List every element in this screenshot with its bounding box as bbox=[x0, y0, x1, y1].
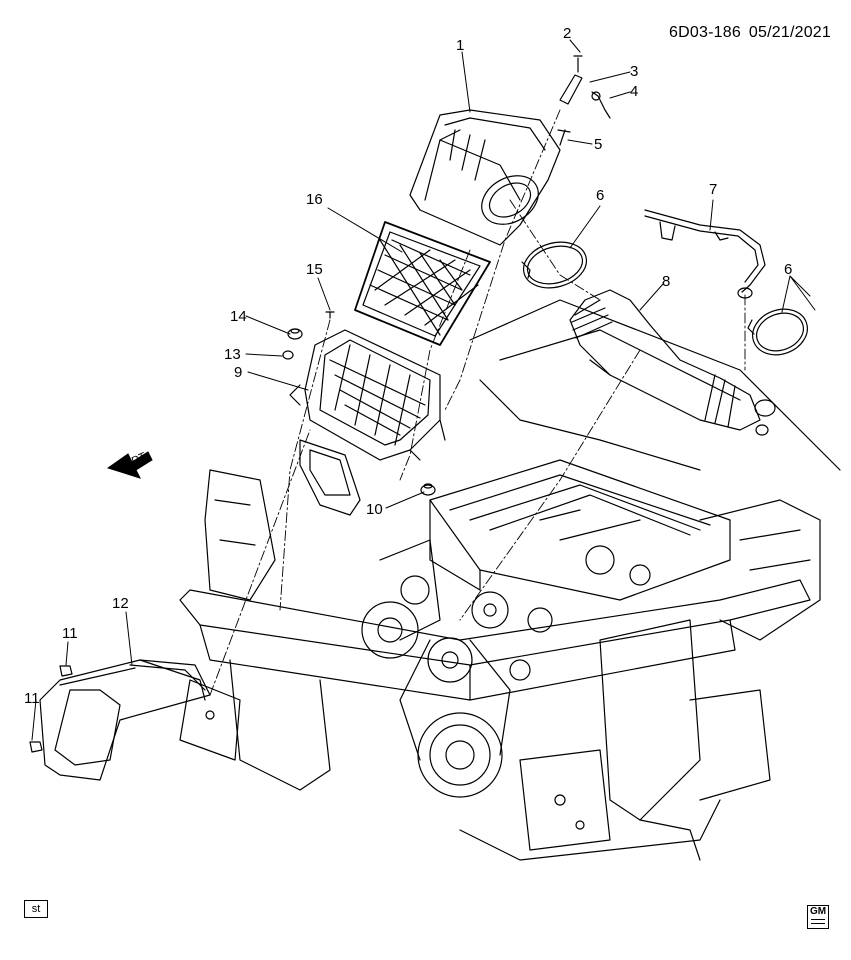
corner-label-box: st bbox=[24, 900, 48, 918]
callout-1: 1 bbox=[456, 37, 464, 54]
part-6-clamp-left bbox=[521, 241, 588, 289]
callout-labels: 1 2 3 4 5 6 6 7 8 9 10 11 11 12 13 14 15… bbox=[24, 25, 792, 707]
callout-13: 13 bbox=[224, 346, 241, 363]
corner-label: st bbox=[31, 903, 41, 915]
part-1-air-cleaner-cover bbox=[409, 109, 561, 246]
callout-6-right: 6 bbox=[784, 261, 792, 278]
part-7-pcv-hose bbox=[644, 209, 766, 299]
part-9-air-cleaner-lower-housing bbox=[289, 329, 446, 516]
callout-11-upper: 11 bbox=[62, 625, 78, 642]
callout-3: 3 bbox=[630, 63, 638, 80]
diagram-date: 05/21/2021 bbox=[748, 24, 831, 41]
callout-5: 5 bbox=[594, 136, 602, 153]
engine-block bbox=[379, 459, 731, 641]
part-12-lower-inlet-duct bbox=[39, 659, 211, 781]
accessory-drive bbox=[361, 575, 553, 798]
callout-2: 2 bbox=[563, 25, 571, 42]
logo-text: GM bbox=[809, 906, 827, 917]
hardware-fasteners bbox=[29, 55, 611, 753]
part-8-outlet-duct bbox=[569, 289, 776, 436]
gm-logo-icon: GM bbox=[807, 905, 829, 929]
assembly-lines bbox=[209, 109, 746, 696]
callout-6-left: 6 bbox=[596, 187, 604, 204]
callout-8: 8 bbox=[662, 273, 670, 290]
callout-11-lower: 11 bbox=[24, 690, 40, 707]
diagram-header: 6D03-186 05/21/2021 bbox=[661, 24, 831, 42]
callout-16: 16 bbox=[306, 191, 323, 208]
diagram-code: 6D03-186 bbox=[669, 24, 741, 41]
leader-lines bbox=[31, 39, 816, 741]
part-6-clamp-right bbox=[747, 308, 808, 356]
callout-14: 14 bbox=[230, 308, 247, 325]
part-16-air-filter-element bbox=[354, 221, 491, 346]
callout-7: 7 bbox=[709, 181, 717, 198]
callout-9: 9 bbox=[234, 364, 242, 381]
logo-bar bbox=[811, 919, 825, 924]
front-arrow-icon: FRT bbox=[106, 450, 153, 479]
callout-4: 4 bbox=[630, 83, 638, 100]
engine-frame bbox=[179, 299, 841, 861]
callout-15: 15 bbox=[306, 261, 323, 278]
callout-12: 12 bbox=[112, 595, 129, 612]
callout-10: 10 bbox=[366, 501, 383, 518]
